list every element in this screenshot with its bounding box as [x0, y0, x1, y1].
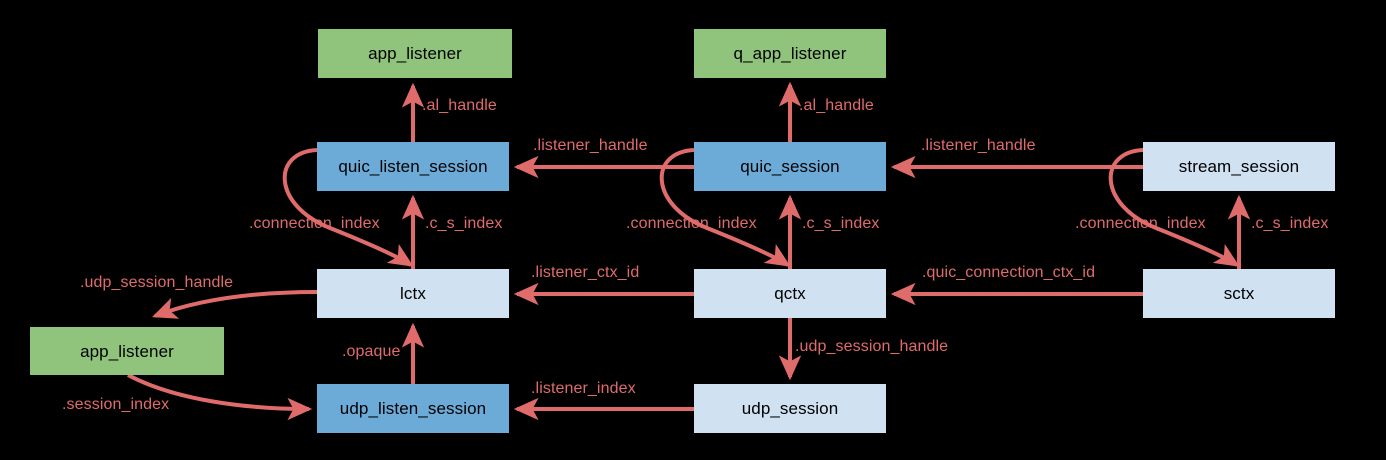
node-lctx[interactable]: lctx	[317, 269, 509, 318]
edge-label-opaque: .opaque	[342, 343, 401, 360]
node-udp-session[interactable]: udp_session	[694, 384, 886, 433]
node-label: sctx	[1223, 284, 1255, 303]
edge-label-cs-index-listen: .c_s_index	[425, 215, 503, 232]
edge-label-listener-ctx-id: .listener_ctx_id	[531, 264, 640, 281]
edge-label-cs-index-quic: .c_s_index	[802, 215, 880, 232]
node-label: app_listener	[368, 44, 462, 63]
node-label: quic_session	[740, 157, 840, 176]
edge-label-udp-session-handle-qctx: .udp_session_handle	[795, 338, 949, 355]
node-app-listener-top[interactable]: app_listener	[318, 29, 512, 78]
edge-label-listener-handle-quic: .listener_handle	[533, 137, 648, 154]
node-label: app_listener	[80, 341, 174, 361]
edge-udp-session-handle-lctx	[152, 290, 318, 319]
edge-label-al-handle-quic: .al_handle	[799, 97, 874, 114]
node-label: lctx	[400, 284, 426, 303]
node-label: udp_session	[741, 399, 839, 418]
edge-label-udp-session-handle-lctx: .udp_session_handle	[80, 274, 234, 291]
edge-label-listener-index: .listener_index	[531, 380, 636, 397]
edge-label-quic-connection-ctx-id: .quic_connection_ctx_id	[922, 264, 1096, 281]
edge-label-listener-handle-stream: .listener_handle	[921, 137, 1036, 154]
edge-label-connection-index-listen: .connection_index	[249, 215, 380, 232]
node-stream-session[interactable]: stream_session	[1143, 142, 1335, 191]
node-app-listener-bottom[interactable]: app_listener	[30, 327, 224, 375]
node-label: qctx	[774, 284, 806, 303]
node-sctx[interactable]: sctx	[1143, 269, 1335, 318]
node-label: stream_session	[1178, 157, 1300, 176]
edge-label-connection-index-quic: .connection_index	[626, 215, 757, 232]
node-label: quic_listen_session	[338, 157, 488, 176]
node-q-app-listener[interactable]: q_app_listener	[694, 29, 886, 78]
node-udp-listen-session[interactable]: udp_listen_session	[317, 384, 509, 433]
edge-label-cs-index-stream: .c_s_index	[1251, 215, 1329, 232]
node-qctx[interactable]: qctx	[694, 269, 886, 318]
node-quic-session[interactable]: quic_session	[694, 142, 886, 191]
edge-label-connection-index-stream: .connection_index	[1075, 215, 1206, 232]
edge-label-session-index: .session_index	[62, 396, 170, 413]
node-label: q_app_listener	[733, 44, 847, 63]
node-label: udp_listen_session	[339, 399, 487, 418]
edge-label-al-handle-listen: .al_handle	[422, 97, 497, 114]
node-quic-listen-session[interactable]: quic_listen_session	[317, 142, 509, 191]
